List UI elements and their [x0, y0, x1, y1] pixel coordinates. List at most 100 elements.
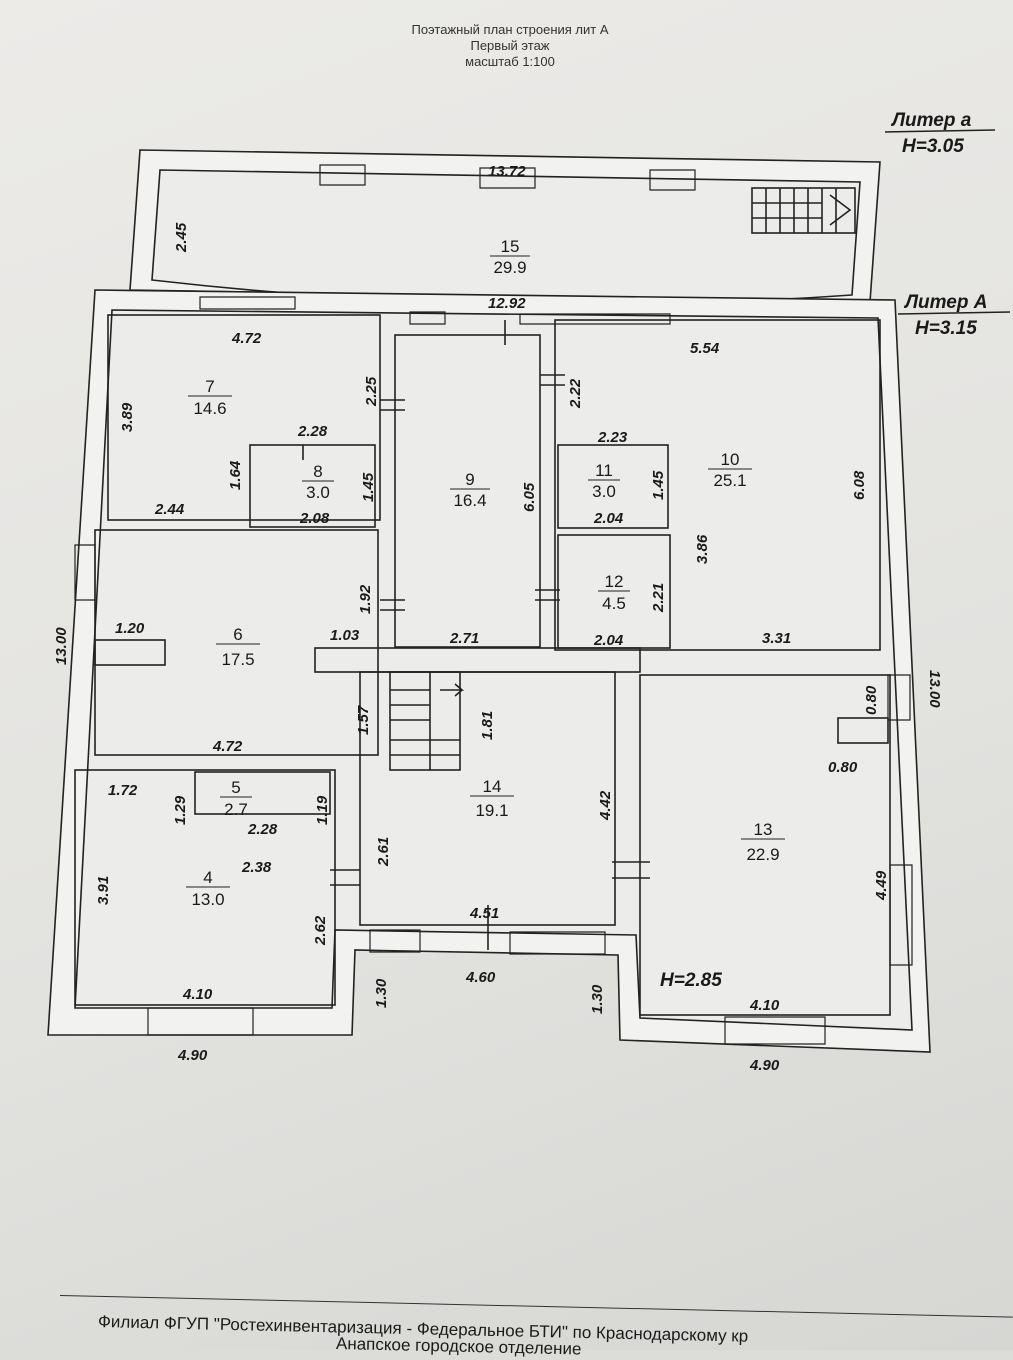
dimension-label: 2.22	[567, 378, 584, 409]
room-label-12: 124.5	[598, 572, 630, 613]
room-8	[249, 444, 376, 528]
dimension-label: 1.92	[357, 584, 374, 614]
plan-line	[389, 671, 461, 771]
plan-line	[897, 311, 1011, 315]
dimension-label: 1.20	[115, 620, 145, 637]
dimension-label: 6	[233, 625, 242, 644]
dimension-label: 3.31	[762, 630, 791, 647]
dimension-label: 4.10	[182, 986, 213, 1003]
dimension-label: 0.80	[828, 759, 858, 776]
room-5	[194, 771, 331, 815]
room-7	[107, 314, 381, 521]
stairs-veranda	[751, 187, 856, 234]
room-10	[554, 319, 881, 651]
dimension-label: 4.5	[602, 594, 626, 613]
dimension-label: 1.29	[172, 795, 189, 825]
dimension-label: 1.19	[314, 795, 331, 825]
dimension-label: 19.1	[475, 801, 508, 820]
dimension-label: 5.54	[690, 340, 720, 357]
dimension-label: 2.04	[593, 510, 624, 527]
dimension-label: 4.51	[469, 905, 499, 922]
dimension-label: 25.1	[713, 471, 746, 490]
plan-line	[884, 129, 996, 133]
dimension-label: 4.90	[749, 1057, 780, 1074]
room-13	[639, 674, 891, 1016]
dimension-label: 4.49	[873, 870, 890, 901]
plan-line	[47, 149, 931, 1053]
dimension-label: 1.45	[650, 470, 667, 500]
dimension-label: 1.81	[479, 711, 496, 740]
dimension-label: 2.28	[297, 423, 328, 440]
dimension-label: 2.38	[241, 859, 272, 876]
plan-line	[751, 187, 856, 234]
room-13-height: H=2.85	[660, 970, 722, 991]
plan-line	[147, 929, 826, 1045]
footer-branch: Анапское городское отделение	[335, 1334, 582, 1359]
dimension-label: 4.42	[597, 790, 614, 821]
liter-a-main: Литер А H=3.15	[897, 292, 1011, 339]
plan-line	[199, 296, 671, 325]
dimension-label: 4.60	[465, 969, 496, 986]
dimension-label: 14	[483, 777, 502, 796]
dimension-label: 15	[501, 237, 520, 256]
plan-line	[752, 188, 852, 233]
niche-13	[837, 717, 889, 744]
stairs-hall	[389, 671, 465, 771]
dimension-label: H=3.15	[915, 318, 977, 339]
dimension-label: 5	[231, 778, 240, 797]
main-inner-wall	[74, 309, 913, 1031]
room-label-11: 113.0	[588, 461, 620, 501]
windows	[74, 164, 913, 1045]
room-11	[557, 444, 669, 529]
dimension-label: 2.23	[597, 429, 628, 446]
dimension-label: 4.72	[231, 330, 262, 347]
scale-label: масштаб 1:100	[465, 54, 555, 69]
dimension-label: 3.0	[306, 483, 330, 502]
dimension-label: 3.91	[95, 876, 112, 905]
dimension-label: 1.30	[373, 978, 390, 1008]
dimension-label: 2.71	[449, 630, 479, 647]
dimension-label: 13.72	[488, 163, 526, 180]
dimension-label: 13.00	[926, 670, 943, 708]
room-label-6: 617.5	[216, 625, 260, 669]
niche-6	[94, 639, 166, 666]
dimension-label: 2.21	[650, 583, 667, 613]
floor-label: Первый этаж	[470, 38, 550, 53]
dimension-label: 2.44	[154, 501, 185, 518]
dimension-label: 16.4	[453, 491, 486, 510]
dimension-label: 0.80	[863, 685, 880, 715]
dimension-label: 3.86	[694, 534, 711, 564]
dimension-label: 1.72	[108, 782, 138, 799]
dimension-label: 10	[721, 450, 740, 469]
room-label-13: 13 22.9	[741, 820, 785, 864]
plan-line	[319, 164, 696, 191]
plan-line	[390, 672, 465, 770]
dimension-label: Литер А	[903, 292, 987, 313]
dimension-label: 2.28	[247, 821, 278, 838]
plan-line	[74, 544, 913, 966]
dimension-label: 22.9	[746, 845, 779, 864]
door-marks	[302, 320, 650, 950]
dimension-label: 13	[754, 820, 773, 839]
dimension-label: 11	[595, 461, 613, 480]
room-4	[74, 769, 336, 1006]
dimension-label: 3.89	[119, 402, 136, 432]
dimension-label: 6.05	[521, 482, 538, 512]
room-label-5: 52.7	[220, 778, 252, 819]
dimension-label: 4.72	[212, 738, 243, 755]
corridor	[314, 647, 641, 673]
dimension-label: 12	[605, 572, 624, 591]
room-label-14: 14 19.1	[470, 777, 514, 820]
dimension-label: 12.92	[488, 295, 526, 312]
dimension-label: Литер а	[890, 110, 972, 131]
dimension-label: 1.45	[360, 472, 377, 502]
dimension-label: 8	[313, 462, 322, 481]
dimension-label: 13.00	[53, 627, 70, 665]
dimension-label: 1.03	[330, 627, 360, 644]
dimension-label: 6.08	[851, 470, 868, 500]
dimension-label: 1.30	[589, 984, 606, 1014]
